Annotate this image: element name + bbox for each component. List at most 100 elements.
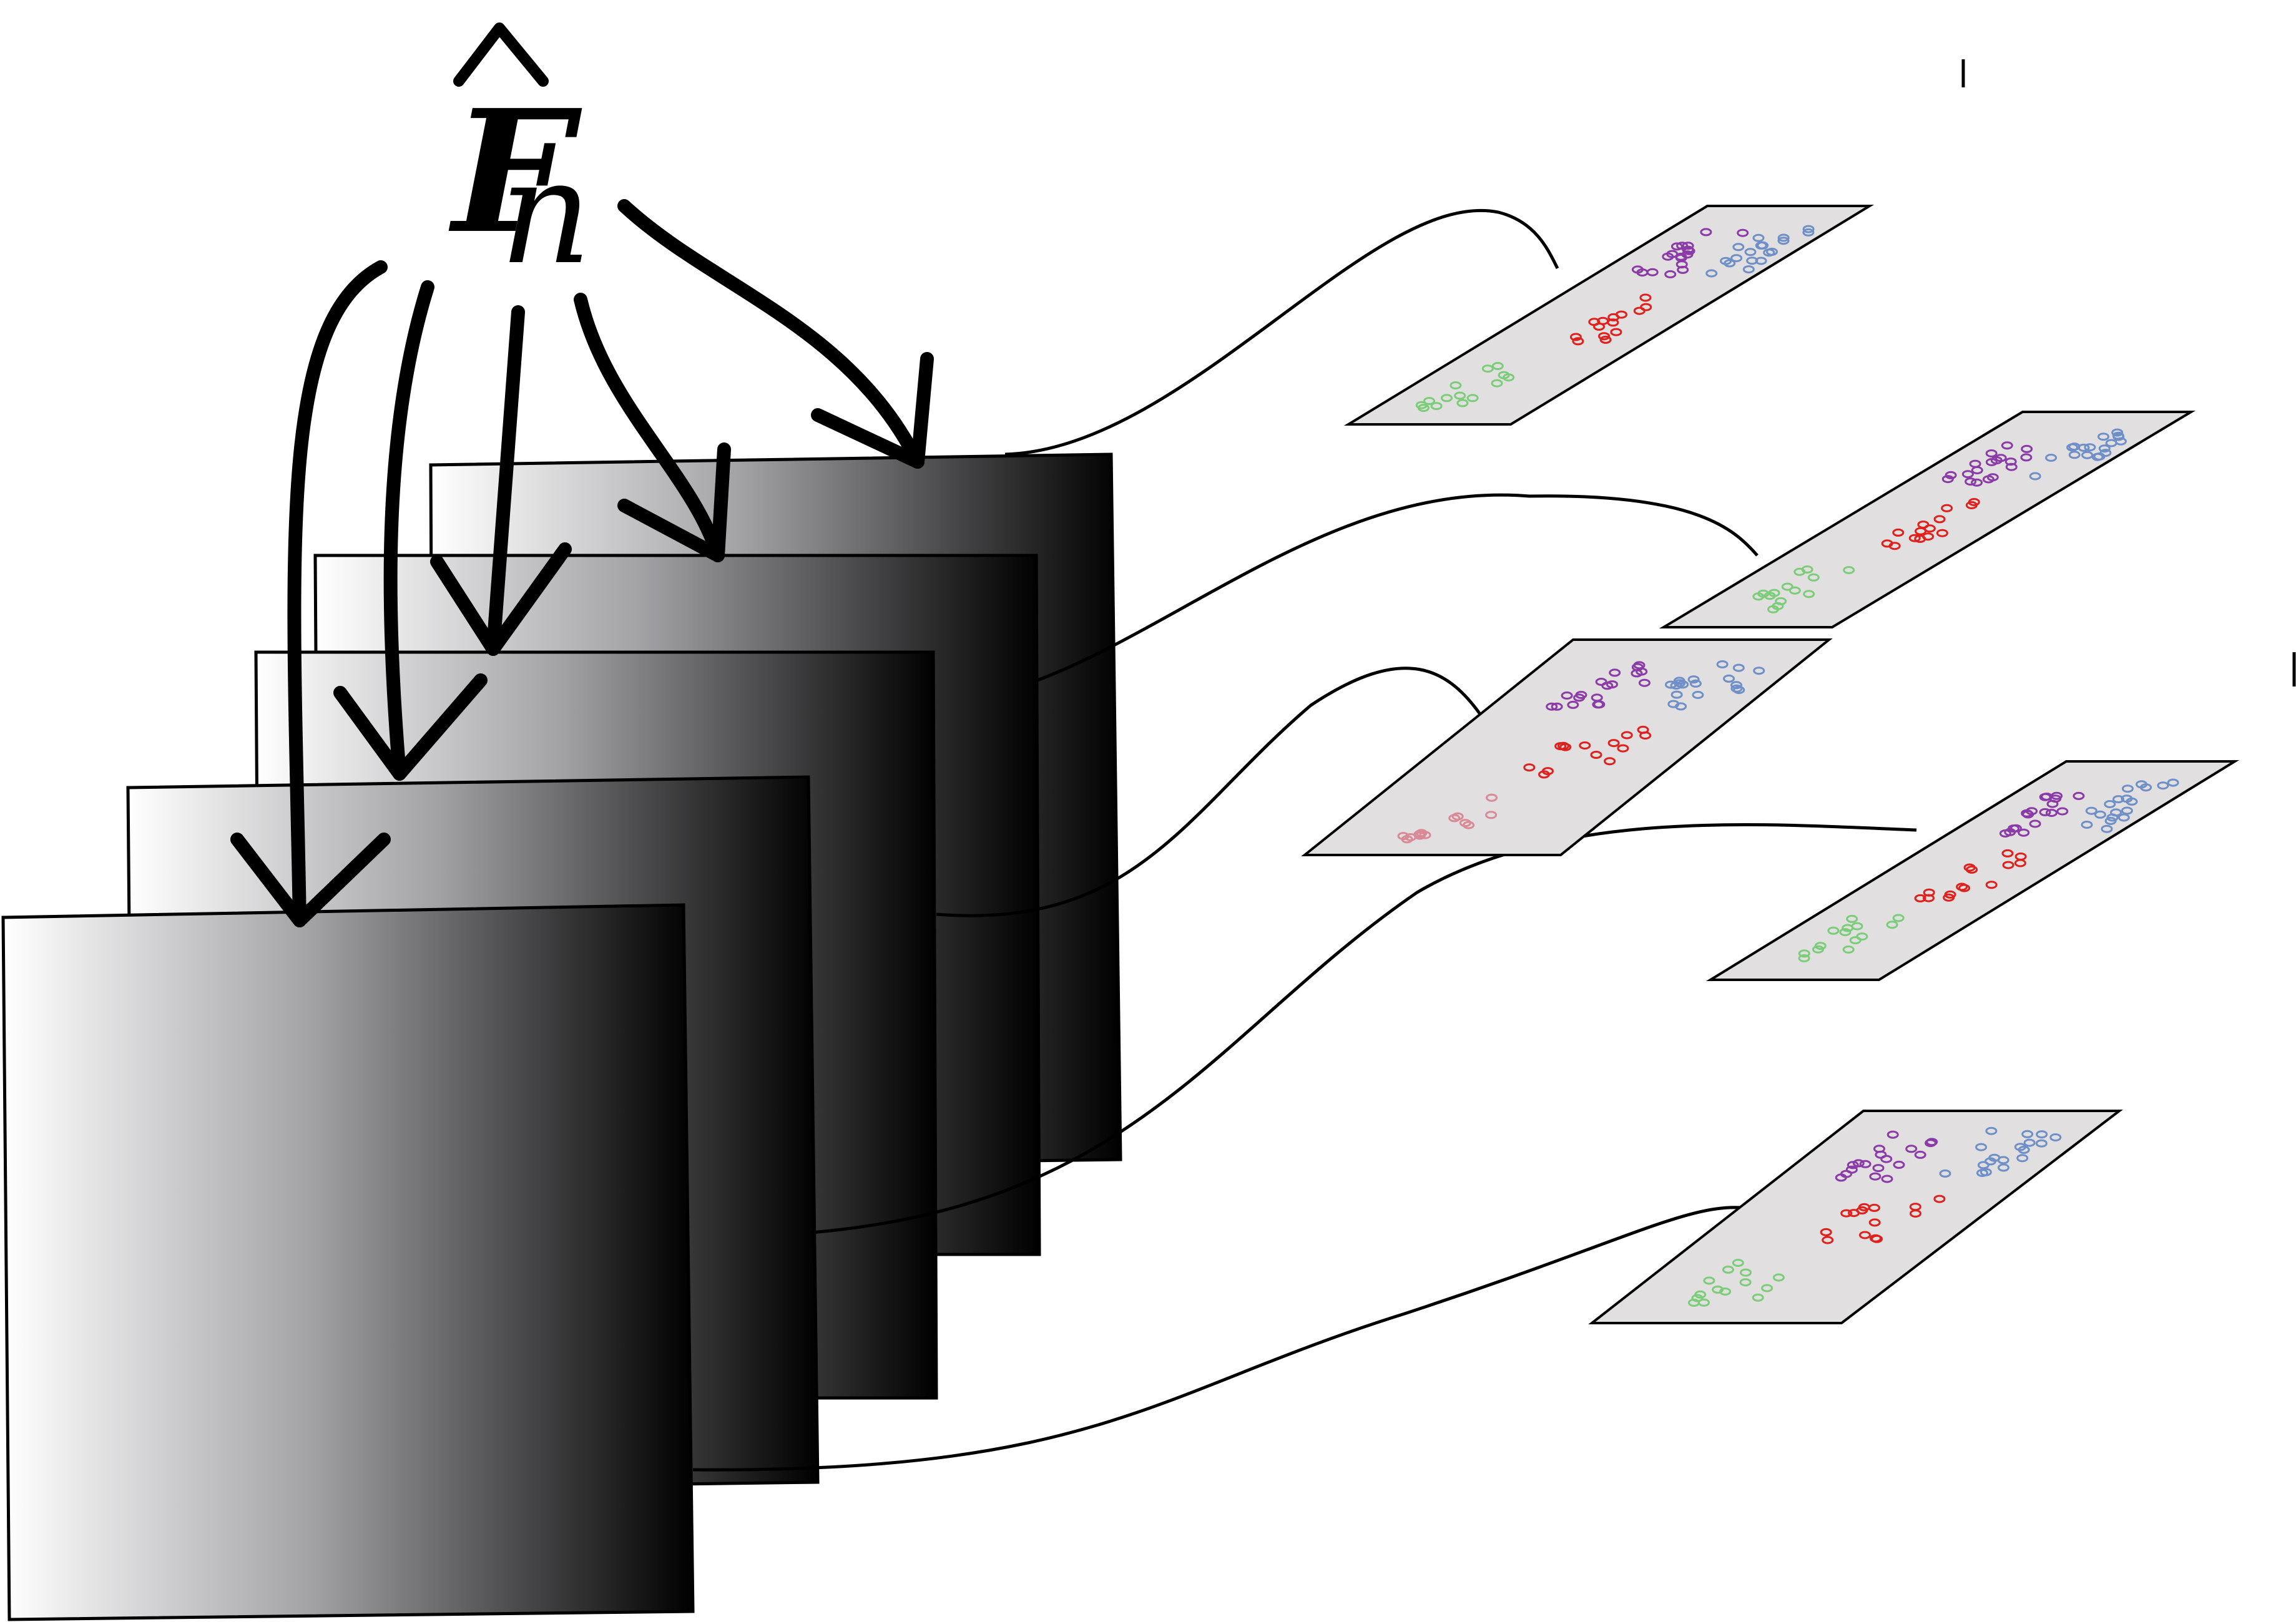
- cluster-point-green: [1842, 945, 1855, 954]
- cluster-point-red: [1633, 306, 1646, 315]
- cluster-point-red: [1966, 866, 1978, 874]
- cluster-point-blue: [1732, 243, 1745, 252]
- cluster-point-blue: [1802, 228, 1815, 237]
- cluster-point-pink: [1448, 814, 1461, 823]
- cluster-point-purple: [1886, 1130, 1899, 1139]
- cluster-point-blue: [1687, 675, 1700, 684]
- cluster-point-purple: [1670, 242, 1683, 251]
- projection-panel-5: [1588, 1110, 2123, 1324]
- cluster-point-purple: [1609, 668, 1621, 677]
- cluster-point-blue: [2036, 1130, 2048, 1139]
- edge-marks: [1961, 59, 2296, 686]
- cluster-point-blue: [2085, 806, 2097, 815]
- cluster-point-purple: [1893, 1160, 1905, 1169]
- cluster-point-red: [1943, 893, 1955, 902]
- cluster-point-purple: [1682, 242, 1694, 250]
- cluster-point-green: [1423, 397, 1435, 405]
- cluster-point-green: [1798, 954, 1810, 962]
- cluster-point-red: [1572, 337, 1584, 346]
- cluster-point-purple: [1914, 1150, 1926, 1159]
- cluster-point-green: [1703, 1276, 1715, 1285]
- cluster-point-blue: [2167, 778, 2179, 787]
- cluster-point-red: [1965, 501, 1978, 509]
- cluster-point-red: [1610, 328, 1622, 336]
- cluster-point-blue: [1998, 1163, 2009, 1172]
- cluster-point-blue: [1802, 225, 1815, 233]
- cluster-point-purple: [1592, 700, 1604, 709]
- cluster-point-green: [1843, 566, 1855, 574]
- cluster-point-purple: [2020, 453, 2033, 462]
- cluster-point-green: [1491, 379, 1503, 388]
- cluster-point-blue: [2117, 813, 2130, 822]
- cluster-point-green: [1793, 567, 1806, 576]
- cluster-point-green: [1691, 1294, 1704, 1302]
- cluster-point-blue: [1753, 667, 1765, 675]
- cluster-point-purple: [2022, 810, 2034, 819]
- cluster-point-blue: [2157, 781, 2169, 790]
- cluster-point-purple: [1677, 265, 1689, 274]
- cluster-point-pink: [1413, 830, 1426, 839]
- cluster-point-red: [1923, 894, 1935, 902]
- cluster-point-red: [1859, 1231, 1871, 1239]
- cluster-point-blue: [1980, 1168, 1992, 1176]
- cluster-point-blue: [1777, 237, 1790, 245]
- cluster-point-blue: [1742, 265, 1755, 274]
- cluster-point-red: [1604, 757, 1616, 766]
- cluster-point-purple: [2004, 828, 2016, 836]
- cluster-point-green: [1892, 914, 1905, 922]
- cluster-point-purple: [1646, 268, 1659, 276]
- arrow-to-map-3: [486, 305, 525, 656]
- cluster-point-purple: [1700, 228, 1712, 237]
- cluster-point-blue: [1675, 702, 1687, 711]
- cluster-point-green: [1454, 391, 1466, 400]
- cluster-point-red: [1621, 731, 1633, 740]
- cluster-point-green: [1846, 914, 1858, 923]
- cluster-point-green: [1781, 582, 1793, 591]
- cluster-point-red: [1941, 504, 1953, 512]
- cluster-point-purple: [1971, 466, 1983, 474]
- cluster-point-red: [1617, 744, 1629, 753]
- cluster-point-blue: [1975, 1143, 1988, 1151]
- cluster-point-green: [1739, 1278, 1752, 1287]
- cluster-point-purple: [1941, 475, 1954, 484]
- arrow-head-4-icon: [617, 442, 731, 562]
- cluster-point-blue: [1665, 680, 1677, 689]
- cluster-point-blue: [1757, 241, 1769, 250]
- cluster-point-red: [1820, 1228, 1832, 1236]
- cluster-point-blue: [2081, 821, 2093, 829]
- cluster-point-purple: [1986, 473, 1999, 482]
- arrow-to-map-5: [617, 199, 925, 469]
- cluster-point-red: [1523, 763, 1536, 772]
- feature-map-1: [1, 903, 695, 1621]
- cluster-point-purple: [1926, 1138, 1938, 1146]
- cluster-point-red: [1892, 528, 1905, 537]
- cluster-point-red: [1914, 894, 1926, 902]
- cluster-point-red: [1856, 1206, 1868, 1214]
- cluster-point-blue: [2081, 451, 2094, 459]
- cluster-point-red: [1615, 310, 1627, 319]
- cluster-point-green: [1827, 926, 1840, 935]
- cluster-point-red: [1639, 731, 1652, 740]
- cluster-point-purple: [2041, 793, 2053, 801]
- cluster-point-purple: [1676, 242, 1689, 250]
- cluster-point-purple: [2056, 807, 2069, 816]
- hat-accent-icon: [453, 22, 549, 87]
- cluster-point-purple: [2073, 791, 2085, 800]
- arrow-head-2-icon: [333, 673, 488, 781]
- cluster-point-blue: [2105, 439, 2117, 447]
- cluster-point-purple: [1880, 1155, 1893, 1163]
- connector-map4-panel2: [1037, 493, 1759, 682]
- cluster-point-pink: [1486, 793, 1498, 802]
- cluster-point-purple: [2021, 444, 2033, 453]
- cluster-point-red: [1590, 751, 1602, 759]
- cluster-point-purple: [1631, 265, 1644, 274]
- cluster-point-blue: [2106, 813, 2119, 822]
- cluster-point-purple: [1965, 477, 1977, 486]
- cluster-point-purple: [1664, 270, 1677, 278]
- cluster-point-purple: [1675, 253, 1687, 262]
- cluster-point-purple: [1595, 678, 1607, 686]
- cluster-point-green: [1491, 362, 1504, 370]
- cluster-point-purple: [1905, 1145, 1918, 1153]
- cluster-point-purple: [2005, 462, 2018, 471]
